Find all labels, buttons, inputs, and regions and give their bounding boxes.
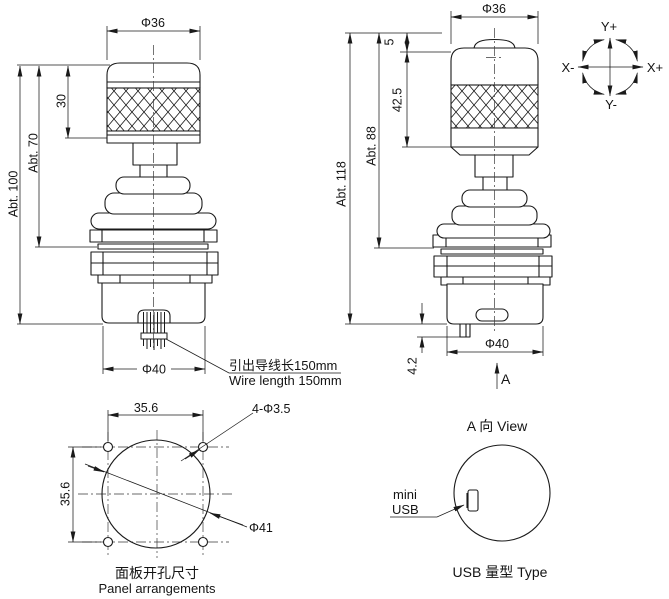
bottom-tab bbox=[459, 323, 471, 338]
dim-side-body-diameter: Φ40 bbox=[485, 337, 509, 351]
usb-view-circle bbox=[453, 444, 551, 542]
side-view: Φ36 5 42.5 Abt. 88 Abt. 118 4.2 Φ40 A bbox=[335, 2, 553, 389]
axis-label-y-minus: Y- bbox=[605, 97, 617, 112]
push-button-dome bbox=[473, 38, 516, 49]
dim-hole-spacing-h: 35.6 bbox=[134, 401, 158, 415]
dim-hole-spacing-v: 35.6 bbox=[59, 482, 73, 506]
axis-label-x-minus: X- bbox=[562, 60, 575, 75]
dim-side-total-height: Abt. 118 bbox=[335, 161, 349, 207]
body-slot bbox=[475, 308, 509, 322]
panel-view: 35.6 35.6 4-Φ3.5 Φ41 面板开孔尺寸 Panel arrang… bbox=[59, 401, 291, 596]
side-mounting-flange bbox=[432, 234, 553, 286]
wire-note-zh: 引出导线长150mm bbox=[229, 358, 337, 373]
mini-usb-label-line2: USB bbox=[392, 502, 419, 517]
usb-view-title: A 向 View bbox=[467, 418, 528, 434]
side-body bbox=[446, 283, 544, 338]
side-dimension-lines bbox=[347, 14, 544, 355]
front-view: 引出导线长150mm Wire length 150mm Φ36 30 Abt.… bbox=[7, 16, 342, 388]
panel-caption-zh: 面板开孔尺寸 bbox=[115, 565, 199, 581]
dim-front-height-to-panel: Abt. 70 bbox=[27, 133, 41, 173]
front-mounting-flange bbox=[89, 229, 219, 284]
rotation-arcs bbox=[582, 39, 638, 95]
dim-front-total-height: Abt. 100 bbox=[7, 171, 21, 218]
axis-label-x-plus: X+ bbox=[647, 60, 663, 75]
dim-side-button-height: 5 bbox=[383, 38, 397, 45]
dim-side-tab-height: 4.2 bbox=[406, 357, 420, 374]
dim-side-top-diameter: Φ36 bbox=[482, 2, 506, 16]
axis-indicator: Y+ Y- X- X+ bbox=[562, 19, 664, 112]
axis-cross bbox=[577, 37, 644, 97]
section-arrow-label: A bbox=[501, 371, 511, 387]
wire-bundle bbox=[140, 312, 168, 350]
dim-mount-holes: 4-Φ3.5 bbox=[252, 402, 291, 416]
dim-side-height-to-panel: Abt. 88 bbox=[365, 126, 379, 166]
wire-length-note: 引出导线长150mm Wire length 150mm bbox=[165, 338, 342, 388]
mounting-holes bbox=[102, 441, 209, 548]
dim-front-top-diameter: Φ36 bbox=[141, 16, 165, 30]
panel-cutout-circle bbox=[101, 439, 211, 549]
usb-view: A 向 View mini USB USB 量型 Type bbox=[390, 418, 551, 580]
axis-label-y-plus: Y+ bbox=[601, 19, 617, 34]
mini-usb-port bbox=[466, 489, 479, 512]
mini-usb-label-line1: mini bbox=[393, 487, 417, 502]
dim-side-knob-length: 42.5 bbox=[391, 88, 405, 112]
usb-view-caption: USB 量型 Type bbox=[453, 564, 548, 580]
front-dimension-lines bbox=[17, 28, 206, 372]
mini-usb-leader bbox=[390, 504, 465, 518]
dim-front-body-diameter: Φ40 bbox=[142, 363, 166, 377]
panel-leaders bbox=[84, 412, 254, 528]
dim-cutout-diameter: Φ41 bbox=[249, 521, 273, 535]
panel-caption-en: Panel arrangements bbox=[98, 581, 216, 596]
wire-note-en: Wire length 150mm bbox=[229, 373, 342, 388]
dim-front-knob-height: 30 bbox=[55, 94, 69, 108]
